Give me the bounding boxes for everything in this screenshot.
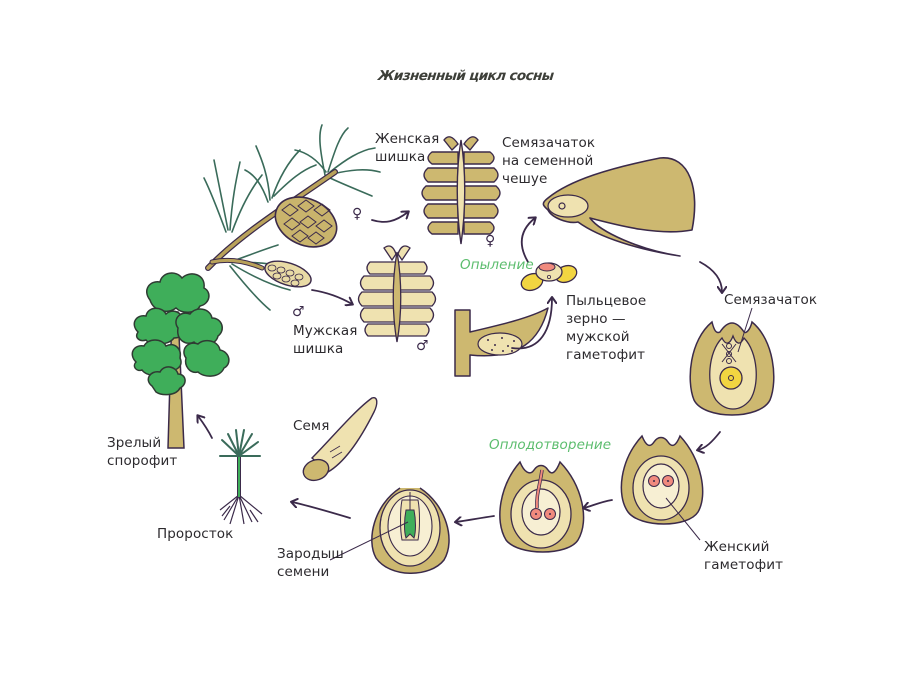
female-cone-section [421,136,501,245]
label-female-cone: Женская шишка [375,131,440,165]
mature-pine-tree [131,272,230,449]
label-seed: Семя [293,418,330,434]
arrow-gametophyte-to-fertilization [584,499,613,508]
male-symbol-2: ♂ [416,338,429,354]
arrow-fertilization-to-embryo [456,515,495,522]
female-symbol-2: ♀ [485,233,495,249]
label-ovule: Семязачаток [724,292,818,308]
female-symbol-1: ♀ [352,206,362,222]
winged-seed [302,397,378,482]
label-pollen-grain: Пыльцевое зерно — мужской гаметофит [566,293,647,363]
arrow-embryo-to-seed [292,502,351,519]
male-cone-cluster [264,260,312,288]
arrow-male-branch-to-male-cone [311,289,352,304]
arrow-seedling-to-tree [198,416,213,439]
fertilization-ovule [499,460,585,553]
seedling [219,429,263,525]
mature-female-cone [274,196,338,248]
arrow-ovule-to-gametophyte [698,431,721,450]
arrow-scale-to-ovule [699,261,722,292]
arrow-pollen-to-scale [520,218,535,263]
label-fertilization: Оплодотворение [489,437,612,453]
cycle-arrows [198,212,722,522]
label-male-cone: Мужская шишка [293,323,358,357]
ovule-pointer-line [737,307,753,353]
label-pollination: Опыление [460,257,534,273]
male-cone-section [357,245,437,343]
pollen-grain [520,262,578,292]
ovule-illustration [689,307,775,416]
label-embryo: Зародыш семени [277,546,344,580]
label-mature-sporophyte: Зрелый спорофит [107,435,178,469]
seed-embryo-section [329,487,450,574]
label-female-gametophyte: Женский гаметофит [704,539,784,573]
pine-branch-illustration [203,124,381,311]
label-ovule-on-scale: Семязачаток на семенной чешуе [502,135,596,187]
pollen-sac [454,307,549,377]
seed-scale-with-ovule [542,157,696,257]
label-seedling: Проросток [157,526,234,542]
diagram-title: Жизненный цикл сосны [377,68,555,84]
male-symbol-1: ♂ [292,304,305,320]
arrow-branch-to-female-cone [371,212,408,223]
female-gametophyte-ovule [620,434,704,541]
arrow-sac-to-pollen [511,298,552,350]
